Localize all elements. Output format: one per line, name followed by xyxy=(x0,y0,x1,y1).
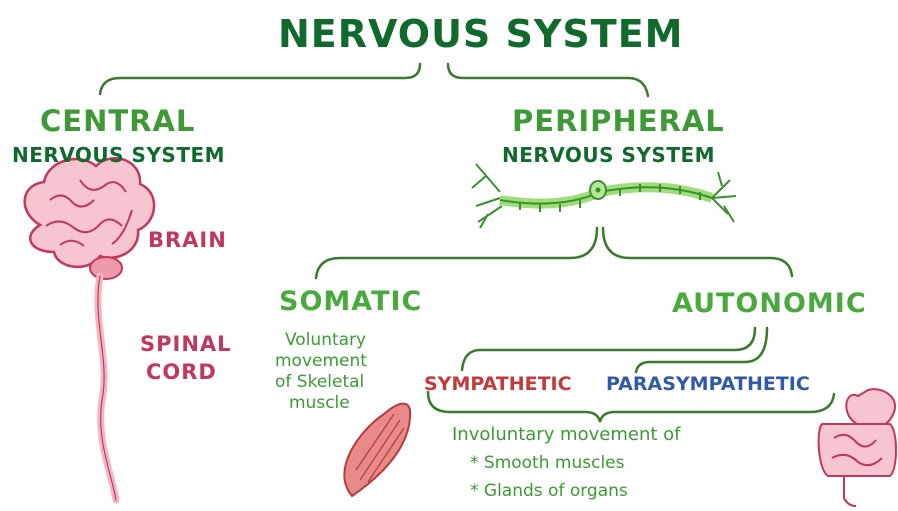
peripheral-subtitle: NERVOUS SYSTEM xyxy=(502,143,715,167)
somatic-line-3: of Skeletal xyxy=(275,372,425,393)
parasympathetic-label: PARASYMPATHETIC xyxy=(606,373,810,395)
peripheral-bracket-right xyxy=(603,228,792,276)
page-title: NERVOUS SYSTEM xyxy=(278,12,683,56)
somatic-line-2: movement xyxy=(275,351,425,372)
somatic-description: Voluntary movement of Skeletal muscle xyxy=(275,330,425,414)
bullet-smooth-muscles: * Smooth muscles xyxy=(470,453,624,473)
brain-label: BRAIN xyxy=(148,228,227,252)
autonomic-to-sympathetic xyxy=(462,328,755,370)
muscle-illustration xyxy=(344,404,410,496)
peripheral-title: PERIPHERAL xyxy=(512,104,725,138)
top-bracket-left xyxy=(100,64,420,94)
somatic-title: SOMATIC xyxy=(279,286,422,317)
somatic-line-1: Voluntary xyxy=(275,330,425,351)
organs-illustration xyxy=(819,389,896,506)
top-bracket-right xyxy=(448,64,648,96)
sympathetic-label: SYMPATHETIC xyxy=(424,373,572,395)
central-subtitle: NERVOUS SYSTEM xyxy=(12,143,225,167)
central-title: CENTRAL xyxy=(40,104,195,138)
spinal-label-line1: SPINAL xyxy=(140,332,232,356)
neuron-illustration xyxy=(472,164,736,228)
spinal-cord-illustration xyxy=(98,276,116,500)
involuntary-bracket xyxy=(428,392,834,422)
spinal-label-line2: CORD xyxy=(146,360,217,384)
involuntary-description: Involuntary movement of xyxy=(452,424,680,445)
somatic-line-4: muscle xyxy=(275,393,425,414)
peripheral-bracket-left xyxy=(316,228,597,278)
bullet-glands: * Glands of organs xyxy=(470,481,628,501)
brain-illustration xyxy=(25,158,154,279)
autonomic-title: AUTONOMIC xyxy=(672,288,867,319)
